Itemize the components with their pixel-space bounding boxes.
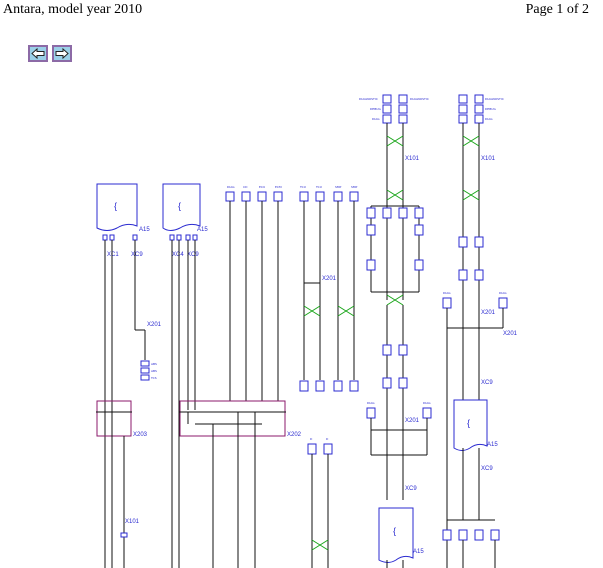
previous-page-button[interactable]	[28, 45, 48, 62]
connector-xc9-label-a: XC9	[131, 252, 143, 258]
svg-text:SMP: SMP	[335, 185, 341, 189]
connector-x201-label-e: X201	[503, 331, 518, 337]
svg-text:ABS: ABS	[151, 362, 157, 366]
connector-x203-label: X203	[133, 432, 148, 438]
a15-right-label: A15	[197, 227, 208, 233]
svg-text:DIAGNOSTIC: DIAGNOSTIC	[359, 97, 378, 101]
a15-left-label: A15	[139, 227, 150, 233]
connector-x201-label-a: X201	[147, 322, 162, 328]
svg-text:{: {	[467, 418, 470, 428]
arrow-right-icon	[55, 47, 69, 60]
connector-x201-label-c: X201	[405, 418, 420, 424]
svg-text:DEBUG: DEBUG	[485, 107, 496, 111]
connector-xc9-label-d: XC9	[481, 380, 493, 386]
connector-x201-label-d: X201	[481, 310, 496, 316]
arrow-left-icon	[31, 47, 45, 60]
svg-text:TCS: TCS	[150, 376, 157, 380]
page-indicator: Page 1 of 2	[525, 2, 589, 17]
a15-center-label: A15	[413, 549, 424, 555]
connector-x202-label: X202	[287, 432, 302, 438]
connector-x101-label-c: X101	[481, 156, 496, 162]
svg-text:ECM: ECM	[275, 185, 282, 189]
connector-x101-label-a: X101	[125, 519, 140, 525]
a15-bottom-label: A15	[487, 442, 498, 448]
svg-text:D: D	[326, 437, 329, 441]
svg-text:SMP: SMP	[351, 185, 357, 189]
svg-text:DIAG: DIAG	[227, 185, 235, 189]
svg-text:TCU: TCU	[299, 185, 306, 189]
svg-text:DIAG: DIAG	[443, 291, 451, 295]
svg-text:DIAGNOSTIC: DIAGNOSTIC	[485, 97, 504, 101]
svg-text:DIAGNOSTIC: DIAGNOSTIC	[410, 97, 429, 101]
module-a15-center: { A15	[378, 507, 424, 563]
document-title: Antara, model year 2010	[3, 2, 143, 17]
module-a15-left: { A15	[96, 183, 150, 233]
connector-x201-label-b: X201	[322, 276, 337, 282]
svg-text:DIAG: DIAG	[485, 117, 493, 121]
svg-text:{: {	[178, 201, 181, 211]
connector-xc9-label-b: XC9	[187, 252, 199, 258]
svg-text:DIAG: DIAG	[367, 401, 375, 405]
module-a15-right: { A15	[162, 183, 208, 233]
svg-text:CD: CD	[243, 185, 248, 189]
svg-text:{: {	[114, 201, 117, 211]
svg-text:DIAG: DIAG	[423, 401, 431, 405]
svg-text:{: {	[393, 526, 396, 536]
connector-x101-label-b: X101	[405, 156, 420, 162]
svg-text:TCU: TCU	[315, 185, 322, 189]
connector-xc9-label-e: XC9	[481, 466, 493, 472]
svg-text:DEBUG: DEBUG	[370, 107, 381, 111]
connector-xc9-label-c: XC9	[405, 486, 417, 492]
svg-text:DIAG: DIAG	[499, 291, 507, 295]
connector-xc1-label: XC1	[107, 252, 119, 258]
connector-xc4-label: XC4	[172, 252, 184, 258]
svg-text:D: D	[310, 437, 313, 441]
svg-text:ECU: ECU	[259, 185, 265, 189]
next-page-button[interactable]	[52, 45, 72, 62]
svg-text:ABS: ABS	[151, 369, 157, 373]
svg-text:DIAG: DIAG	[372, 117, 380, 121]
module-a15-bottom: { A15	[453, 399, 498, 451]
